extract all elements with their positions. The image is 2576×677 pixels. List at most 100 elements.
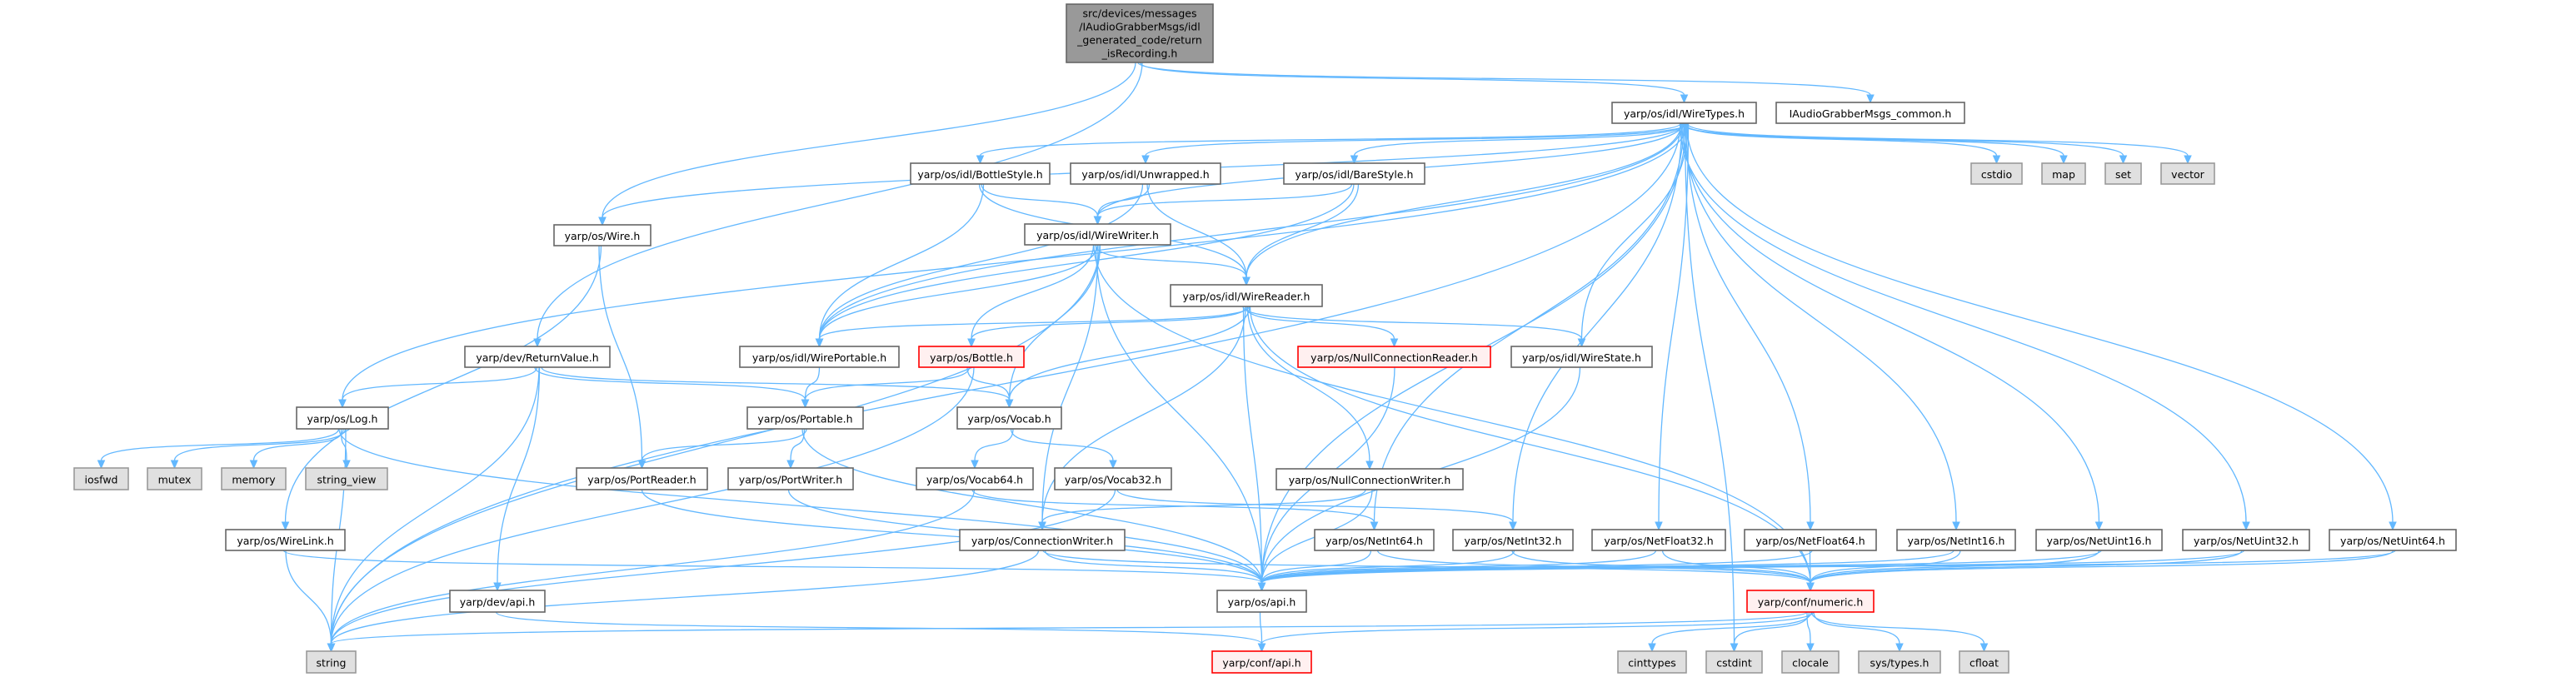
edge-wirewriter-to-connectionwriter: [1041, 244, 1099, 523]
node-yarp-os-api-h[interactable]: yarp/os/api.h: [1216, 590, 1307, 613]
node-label: cstdint: [1716, 657, 1752, 670]
arrowhead-icon: [1806, 582, 1815, 592]
node-box: [1705, 650, 1763, 674]
node-box: [1744, 529, 1877, 551]
node-yarp-os-netint64-h[interactable]: yarp/os/NetInt64.h: [1314, 529, 1435, 551]
arrowhead-icon: [1370, 521, 1379, 531]
node-box: [746, 406, 864, 430]
node-yarp-os-netfloat64-h[interactable]: yarp/os/NetFloat64.h: [1744, 529, 1877, 551]
node-box: [739, 346, 900, 368]
edge-log-to-osapi: [338, 428, 1263, 584]
arrowhead-icon: [801, 399, 810, 409]
arrowhead-icon: [1866, 94, 1875, 104]
node-box: [1024, 223, 1171, 246]
edge-wiretypes-to-vector: [1686, 122, 2189, 157]
node-yarp-os-idl-wirewriter-h[interactable]: yarp/os/idl/WireWriter.h: [1024, 223, 1171, 246]
node-label: yarp/os/NetUint32.h: [2194, 535, 2299, 547]
node-root-file[interactable]: src/devices/messages/IAudioGrabberMsgs/i…: [1066, 3, 1214, 63]
arrowhead-icon: [2119, 155, 2128, 165]
edge-wirereader-to-connectionwriter: [1041, 306, 1246, 523]
node-yarp-conf-numeric-h[interactable]: yarp/conf/numeric.h: [1746, 590, 1875, 613]
node-box: [553, 224, 651, 246]
node-yarp-os-netuint64-h[interactable]: yarp/os/NetUint64.h: [2329, 529, 2457, 551]
edge-netuint32-to-numeric: [1810, 550, 2243, 584]
edge-wirelink-to-string: [285, 550, 332, 645]
node-label: set: [2115, 168, 2131, 181]
arrowhead-icon: [2184, 155, 2192, 165]
node-label: yarp/os/NetFloat32.h: [1604, 535, 1713, 547]
edge-portable-to-portreader: [641, 428, 807, 461]
node-label: yarp/os/NetFloat64.h: [1755, 535, 1865, 547]
edge-unwrapped-to-wirereader: [1146, 183, 1247, 278]
node-box: [1591, 529, 1726, 551]
arrowhead-icon: [971, 460, 979, 470]
node-yarp-os-idl-unwrapped-h[interactable]: yarp/os/idl/Unwrapped.h: [1070, 162, 1221, 185]
node-box: [910, 162, 1051, 185]
edge-numeric-to-cstdint: [1733, 611, 1810, 645]
node-box: [449, 590, 546, 613]
node-yarp-os-idl-wireportable-h[interactable]: yarp/os/idl/WirePortable.h: [739, 346, 900, 368]
node-label: yarp/os/idl/BottleStyle.h: [917, 168, 1042, 181]
node-label: yarp/dev/ReturnValue.h: [476, 351, 598, 364]
node-box: [1297, 346, 1491, 368]
node-yarp-os-netuint32-h[interactable]: yarp/os/NetUint32.h: [2182, 529, 2310, 551]
arrowhead-icon: [338, 399, 347, 409]
node-label: map: [2052, 168, 2075, 181]
node-yarp-os-idl-wirereader-h[interactable]: yarp/os/idl/WireReader.h: [1170, 284, 1323, 307]
node-yarp-os-netint32-h[interactable]: yarp/os/NetInt32.h: [1452, 529, 1574, 551]
edge-wirewriter-to-string: [330, 244, 1101, 645]
node-box: [1283, 162, 1425, 185]
node-yarp-dev-returnvalue-h[interactable]: yarp/dev/ReturnValue.h: [464, 346, 611, 368]
arrowhead-icon: [1390, 338, 1399, 348]
node-iaudiograbbermsgs-common-h[interactable]: IAudioGrabberMsgs_common.h: [1775, 102, 1965, 124]
node-label: string: [317, 657, 347, 670]
edge-netint64-to-osapi: [1261, 550, 1372, 584]
node-yarp-os-portable-h[interactable]: yarp/os/Portable.h: [746, 406, 864, 430]
node-yarp-os-idl-barestyle-h[interactable]: yarp/os/idl/BareStyle.h: [1283, 162, 1425, 185]
node-box: [1211, 650, 1312, 674]
node-box: [1775, 102, 1965, 124]
node-yarp-os-bottle-h[interactable]: yarp/os/Bottle.h: [918, 346, 1025, 368]
node-yarp-conf-api-h[interactable]: yarp/conf/api.h: [1211, 650, 1312, 674]
node-yarp-os-portwriter-h[interactable]: yarp/os/PortWriter.h: [727, 467, 854, 490]
edge-barestyle-to-wirewriter: [1096, 183, 1353, 217]
node-label: yarp/os/NetUint64.h: [2340, 535, 2445, 547]
node-yarp-os-portreader-h[interactable]: yarp/os/PortReader.h: [576, 467, 708, 490]
node-label: yarp/conf/numeric.h: [1758, 596, 1864, 609]
arrowhead-icon: [598, 217, 607, 226]
node-yarp-os-netint16-h[interactable]: yarp/os/NetInt16.h: [1896, 529, 2016, 551]
node-yarp-os-nullconnectionwriter-h[interactable]: yarp/os/NullConnectionWriter.h: [1276, 468, 1464, 490]
node-label: cfloat: [1969, 657, 1999, 670]
node-yarp-os-vocab-h[interactable]: yarp/os/Vocab.h: [956, 406, 1062, 430]
arrowhead-icon: [2059, 155, 2068, 165]
node-yarp-dev-api-h[interactable]: yarp/dev/api.h: [449, 590, 546, 613]
node-yarp-os-connectionwriter-h[interactable]: yarp/os/ConnectionWriter.h: [959, 529, 1126, 551]
node-label: yarp/os/PortReader.h: [587, 474, 696, 486]
node-box: [1314, 529, 1435, 551]
node-label-line: _generated_code/return: [1076, 34, 1202, 47]
node-yarp-os-netfloat32-h[interactable]: yarp/os/NetFloat32.h: [1591, 529, 1726, 551]
node-yarp-os-wire-h[interactable]: yarp/os/Wire.h: [553, 224, 651, 246]
node-yarp-os-wirelink-h[interactable]: yarp/os/WireLink.h: [225, 529, 346, 551]
arrowhead-icon: [1109, 460, 1117, 470]
node-yarp-os-idl-wiretypes-h[interactable]: yarp/os/idl/WireTypes.h: [1611, 102, 1757, 124]
node-label: IAudioGrabberMsgs_common.h: [1790, 107, 1952, 120]
arrowhead-icon: [1952, 521, 1960, 531]
node-yarp-os-log-h[interactable]: yarp/os/Log.h: [296, 406, 389, 430]
edge-bottlestyle-to-wirewriter: [981, 183, 1099, 217]
edge-wiretypes-to-string: [330, 122, 1681, 645]
node-yarp-os-vocab32-h[interactable]: yarp/os/Vocab32.h: [1054, 467, 1172, 490]
node-box: [305, 467, 388, 490]
node-cstdio: cstdio: [1970, 162, 2023, 185]
node-yarp-os-netuint16-h[interactable]: yarp/os/NetUint16.h: [2035, 529, 2163, 551]
node-yarp-os-idl-wirestate-h[interactable]: yarp/os/idl/WireState.h: [1510, 346, 1653, 368]
node-yarp-os-vocab64-h[interactable]: yarp/os/Vocab64.h: [916, 467, 1034, 490]
node-label: yarp/conf/api.h: [1222, 657, 1300, 670]
edge-wire-to-wirelink: [284, 245, 602, 523]
arrowhead-icon: [1005, 399, 1014, 409]
edge-wirereader-to-nullconnectionwriter: [1246, 306, 1370, 462]
node-label: yarp/os/Log.h: [307, 413, 378, 426]
node-yarp-os-nullconnectionreader-h[interactable]: yarp/os/NullConnectionReader.h: [1297, 346, 1491, 368]
node-yarp-os-idl-bottlestyle-h[interactable]: yarp/os/idl/BottleStyle.h: [910, 162, 1051, 185]
node-box: [296, 406, 389, 430]
